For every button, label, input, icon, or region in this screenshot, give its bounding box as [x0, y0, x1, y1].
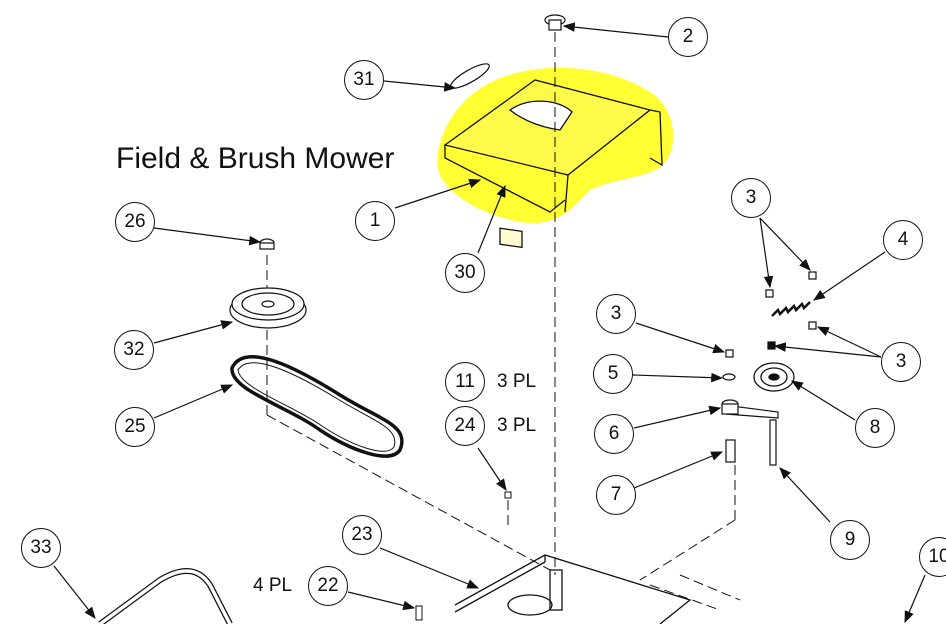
- belt-inner-edge: [237, 362, 396, 452]
- callout-3: 3: [596, 294, 636, 334]
- nut-part: [259, 238, 275, 250]
- callout-26: 26: [115, 202, 155, 242]
- centerline: [266, 414, 551, 571]
- qty-note-24: 3 PL: [497, 415, 537, 436]
- callout-4: 4: [883, 220, 923, 260]
- qty-note-11: 3 PL: [497, 371, 537, 392]
- deck-outline: [649, 574, 741, 611]
- washer-part: [722, 373, 736, 381]
- callout-2: 2: [668, 17, 708, 57]
- bolt-part: [415, 605, 423, 621]
- knob-part: [544, 14, 566, 31]
- deck-plate-part: [454, 554, 692, 624]
- bolt-part: [504, 491, 512, 499]
- callout-33: 33: [21, 528, 61, 568]
- callout-3: 3: [881, 342, 921, 382]
- diagram-title: Field & Brush Mower: [116, 142, 395, 175]
- belt-cover-part: [443, 79, 663, 249]
- centerline: [639, 519, 736, 581]
- leader-lines: [53, 22, 926, 624]
- handle-inner: [98, 569, 232, 624]
- callout-25: 25: [115, 407, 155, 447]
- callout-8: 8: [855, 408, 895, 448]
- callout-31: 31: [344, 60, 384, 100]
- hardware-parts: [725, 271, 817, 358]
- callout-23: 23: [342, 515, 382, 555]
- idler-arm-part: [721, 399, 779, 419]
- callout-22: 22: [308, 566, 348, 606]
- callout-24: 24: [445, 406, 485, 446]
- belt-part: [230, 355, 404, 458]
- pulley-part: [229, 287, 307, 329]
- callout-1: 1: [355, 201, 395, 241]
- callout-5: 5: [593, 354, 633, 394]
- callout-3: 3: [731, 178, 771, 218]
- idler-pulley-part: [753, 362, 795, 392]
- callout-6: 6: [594, 414, 634, 454]
- qty-note-22: 4 PL: [253, 575, 293, 596]
- callout-9: 9: [830, 520, 870, 560]
- callout-30: 30: [445, 253, 485, 293]
- pivot-parts: [725, 419, 777, 466]
- callout-32: 32: [114, 330, 154, 370]
- callout-7: 7: [596, 475, 636, 515]
- callout-11: 11: [445, 362, 485, 402]
- spring-part: [771, 301, 811, 317]
